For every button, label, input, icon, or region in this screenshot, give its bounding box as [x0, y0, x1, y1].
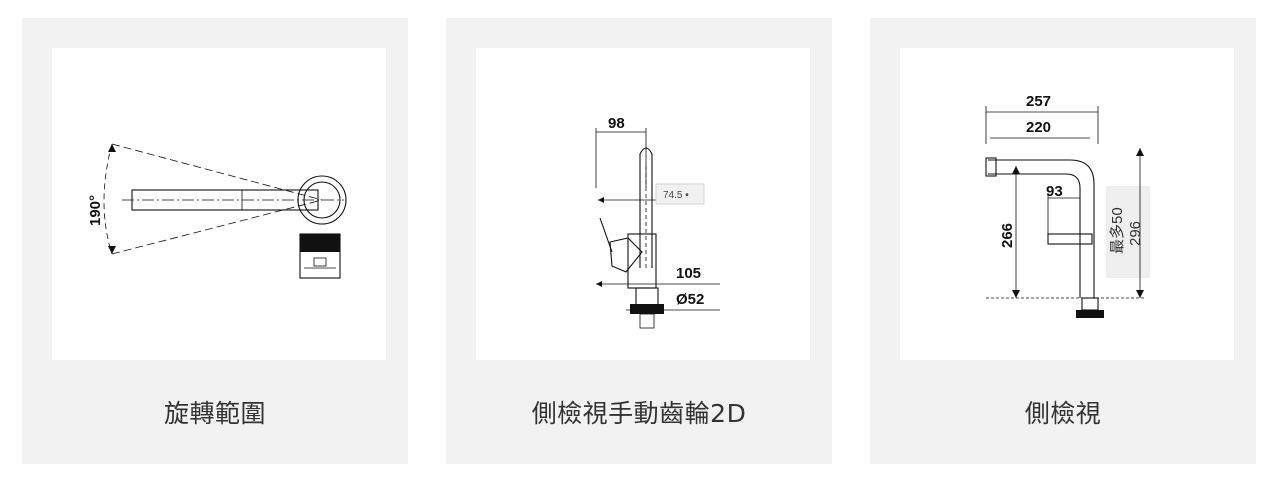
handle-label: 93	[1046, 183, 1063, 200]
base-ring-inner	[303, 181, 341, 219]
rotation-diagram: 190°	[87, 143, 347, 279]
drawing-card-rotation[interactable]: 190° 旋轉範圍	[22, 18, 408, 464]
side-diagram: 257 220 93 266	[985, 93, 1150, 318]
side-drawing[interactable]: 257 220 93 266	[900, 48, 1234, 360]
max-panel	[1106, 186, 1150, 278]
max-height-label: 296	[1127, 221, 1144, 246]
top-width-label: 257	[1026, 93, 1051, 110]
lever-base	[609, 237, 643, 273]
rotation-drawing[interactable]: 190°	[52, 48, 386, 360]
swing-arc	[103, 143, 113, 255]
spout-bottom	[988, 173, 1081, 298]
side-manual-drawing[interactable]: 98 74.5 • 105	[476, 48, 810, 360]
base-plate	[1076, 310, 1104, 318]
card-caption: 側檢視手動齒輪2D	[531, 399, 747, 428]
base-plate	[630, 304, 664, 314]
handle	[1047, 233, 1093, 245]
tooltip-label: 74.5 •	[663, 190, 689, 201]
side-manual-diagram: 98 74.5 • 105	[595, 115, 720, 329]
diameter-label: Ø52	[676, 291, 704, 308]
spout-outline	[639, 147, 653, 268]
angle-label: 190°	[87, 195, 104, 226]
height-label: 266	[999, 223, 1016, 248]
arc-arrow-top	[108, 144, 116, 152]
handle-cap	[300, 234, 340, 252]
card-caption: 側檢視	[1024, 399, 1102, 428]
drawing-card-side[interactable]: 257 220 93 266	[870, 18, 1256, 464]
drawing-card-side-manual[interactable]: 98 74.5 • 105	[446, 18, 832, 464]
swing-ray-bottom	[111, 199, 323, 255]
spout-top	[988, 159, 1095, 298]
arc-arrow-bottom	[108, 246, 116, 254]
card-caption: 旋轉範圍	[163, 399, 266, 428]
tooltip-box	[655, 183, 705, 205]
mid-width-label: 220	[1026, 119, 1051, 136]
base-ring-outer	[297, 175, 347, 225]
max-label: 最多50	[1109, 207, 1126, 254]
height-label: 105	[676, 265, 701, 282]
reach-label: 98	[608, 115, 625, 132]
swing-ray-top	[111, 143, 323, 201]
spout-outline	[131, 189, 319, 211]
